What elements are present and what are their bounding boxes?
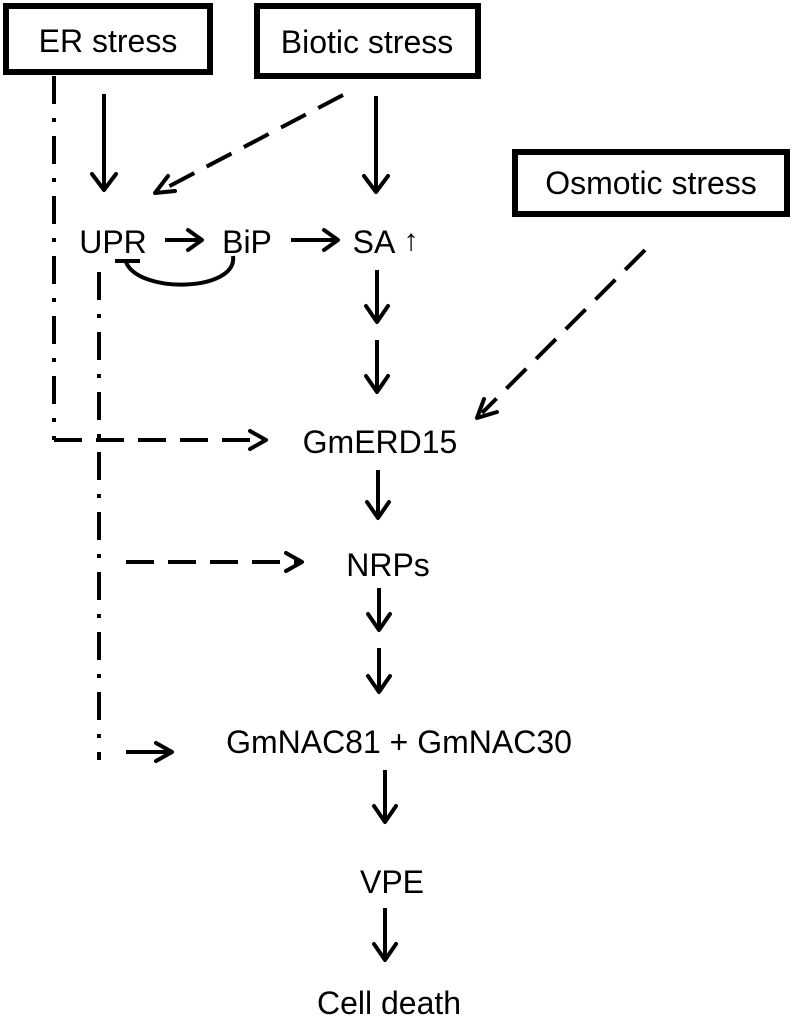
osmotic-stress-box [512,149,790,217]
arrow-nrps-to-gmnac [366,588,392,694]
sa-increase-icon: ↑ [404,224,419,257]
er-stress-label: ER stress [39,23,178,59]
arrow-upr-to-gmnac [126,741,174,763]
arrow-sa-to-gmerd15 [364,270,390,394]
arrow-gmerd15-to-nrps [365,470,391,520]
biotic-stress-box [254,3,481,79]
arrow-osmotic-stress-to-gmerd15 [475,248,647,420]
gmnac-label: GmNAC81 + GmNAC30 [226,724,572,760]
arrow-upr-to-bip [165,228,204,252]
bip-to-upr-feedback-curve [124,255,236,287]
upr-label: UPR [79,224,147,260]
nrps-label: NRPs [346,547,430,583]
arrow-biotic-stress-to-upr [153,93,344,195]
arrow-vpe-to-cell-death [372,908,398,962]
cell-death-label: Cell death [317,985,461,1021]
arrow-gmnac-to-vpe [372,770,398,824]
arrow-bip-to-sa [291,228,340,252]
vpe-label: VPE [360,864,424,900]
arrow-biotic-stress-to-sa [362,96,390,194]
arrow-er-stress-to-gmerd15 [52,76,268,451]
osmotic-stress-label: Osmotic stress [545,165,757,201]
arrow-upr-to-nrps [126,551,304,573]
bip-label: BiP [222,224,272,260]
gmerd15-label: GmERD15 [303,424,458,460]
arrow-er-stress-to-upr [90,94,118,192]
sa-label: SA [353,224,396,260]
er-stress-box [3,3,213,75]
biotic-stress-label: Biotic stress [281,24,453,60]
